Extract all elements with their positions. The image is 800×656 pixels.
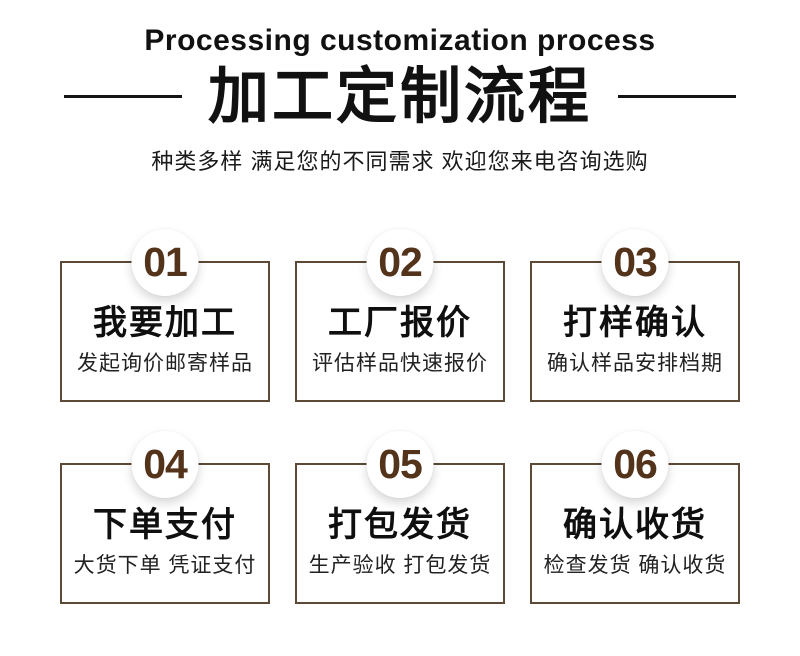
step-card-6: 06 确认收货 检查发货 确认收货 [530, 431, 740, 605]
step-card-2: 02 工厂报价 评估样品快速报价 [295, 229, 505, 403]
steps-grid: 01 我要加工 发起询价邮寄样品 02 工厂报价 评估样品快速报价 03 打样确… [0, 229, 800, 605]
title-line-right [618, 94, 736, 98]
title-row: 加工定制流程 [0, 64, 800, 128]
step-description: 大货下单 凭证支付 [73, 554, 257, 578]
step-description: 发起询价邮寄样品 [77, 352, 253, 376]
title-line-left [63, 94, 182, 98]
step-number-badge: 04 [131, 431, 199, 499]
step-number: 04 [143, 441, 188, 488]
step-number: 03 [613, 239, 658, 286]
title-chinese: 加工定制流程 [207, 62, 592, 130]
step-title: 确认收货 [563, 506, 707, 545]
step-card-4: 04 下单支付 大货下单 凭证支付 [60, 431, 270, 605]
step-number: 02 [378, 239, 423, 286]
step-card-1: 01 我要加工 发起询价邮寄样品 [60, 229, 270, 403]
step-number-badge: 03 [601, 229, 669, 297]
step-number: 01 [143, 239, 188, 286]
step-number: 06 [613, 441, 658, 488]
step-number-badge: 06 [601, 431, 669, 499]
step-description: 确认样品安排档期 [547, 352, 723, 376]
step-number-badge: 05 [366, 431, 434, 499]
step-card-5: 05 打包发货 生产验收 打包发货 [295, 431, 505, 605]
step-title: 打包发货 [328, 506, 472, 545]
step-title: 下单支付 [93, 506, 237, 545]
step-card-3: 03 打样确认 确认样品安排档期 [530, 229, 740, 403]
step-description: 生产验收 打包发货 [308, 554, 492, 578]
step-number-badge: 02 [366, 229, 434, 297]
poster-header: Processing customization process 加工定制流程 … [0, 0, 800, 176]
step-number-badge: 01 [131, 229, 199, 297]
step-description: 检查发货 确认收货 [543, 554, 727, 578]
step-description: 评估样品快速报价 [312, 352, 488, 376]
title-english: Processing customization process [144, 24, 656, 57]
poster-subtitle: 种类多样 满足您的不同需求 欢迎您来电咨询选购 [151, 149, 649, 175]
step-title: 打样确认 [563, 304, 707, 343]
step-title: 我要加工 [93, 304, 237, 343]
step-number: 05 [378, 441, 423, 488]
step-title: 工厂报价 [328, 304, 472, 343]
